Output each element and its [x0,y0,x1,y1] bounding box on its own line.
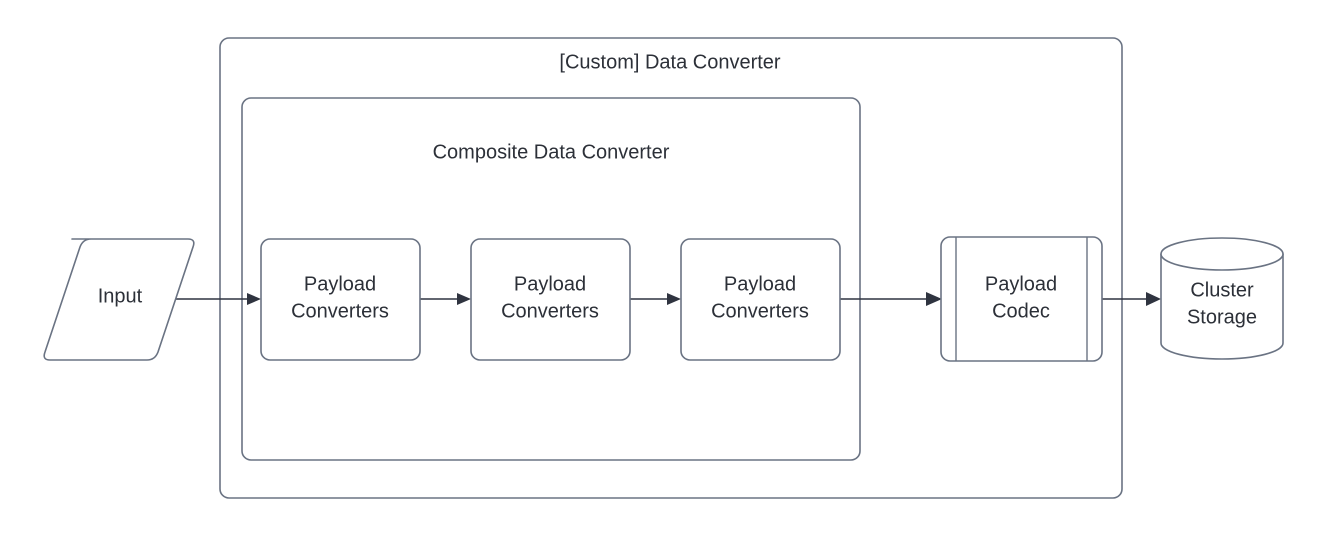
arrow-head-icon [457,293,471,305]
payload-codec-label-line2: Codec [992,300,1050,322]
payload-converters-2-label-line2: Converters [501,300,599,322]
input-label: Input [98,285,143,307]
payload-converters-1-label-line1: Payload [304,273,376,295]
payload-converters-2-shape [470,238,631,361]
arrow-head-icon [926,292,942,306]
payload-converters-2-label-line1: Payload [514,273,586,295]
node-payload-converters-1[interactable]: Payload Converters [260,238,421,361]
edge-payload-converters-3-to-payload-codec [840,292,942,306]
payload-codec-label-line1: Payload [985,273,1057,295]
payload-converters-1-shape [260,238,421,361]
node-payload-converters-3[interactable]: Payload Converters [680,238,841,361]
node-payload-converters-2[interactable]: Payload Converters [470,238,631,361]
node-input[interactable]: Input [43,238,195,361]
cluster-storage-label-line2: Storage [1187,306,1257,328]
arrow-head-icon [1146,292,1161,306]
node-cluster-storage[interactable]: Cluster Storage [1160,237,1284,360]
payload-converters-3-label-line2: Converters [711,300,809,322]
arrow-head-icon [247,293,261,305]
payload-converters-3-label-line1: Payload [724,273,796,295]
cluster-storage-label-line1: Cluster [1190,279,1254,301]
edge-payload-codec-to-cluster-storage [1102,292,1161,306]
outer-container-custom-data-converter[interactable] [219,37,1123,499]
inner-container-composite-data-converter[interactable] [241,97,861,461]
edge-input-to-payload-converters-1 [174,293,261,305]
edge-payload-converters-1-to-2 [420,293,471,305]
payload-converters-3-shape [680,238,841,361]
payload-converters-1-label-line2: Converters [291,300,389,322]
input-parallelogram-shape [43,238,195,361]
inner-container-title: Composite Data Converter [433,141,670,163]
node-payload-codec[interactable]: Payload Codec [940,236,1103,362]
cluster-storage-cylinder-top [1160,237,1284,271]
payload-codec-shape [940,236,1103,362]
outer-container-title: [Custom] Data Converter [559,51,781,73]
cluster-storage-cylinder-body [1160,253,1284,360]
edge-payload-converters-2-to-3 [630,293,681,305]
arrow-head-icon [667,293,681,305]
